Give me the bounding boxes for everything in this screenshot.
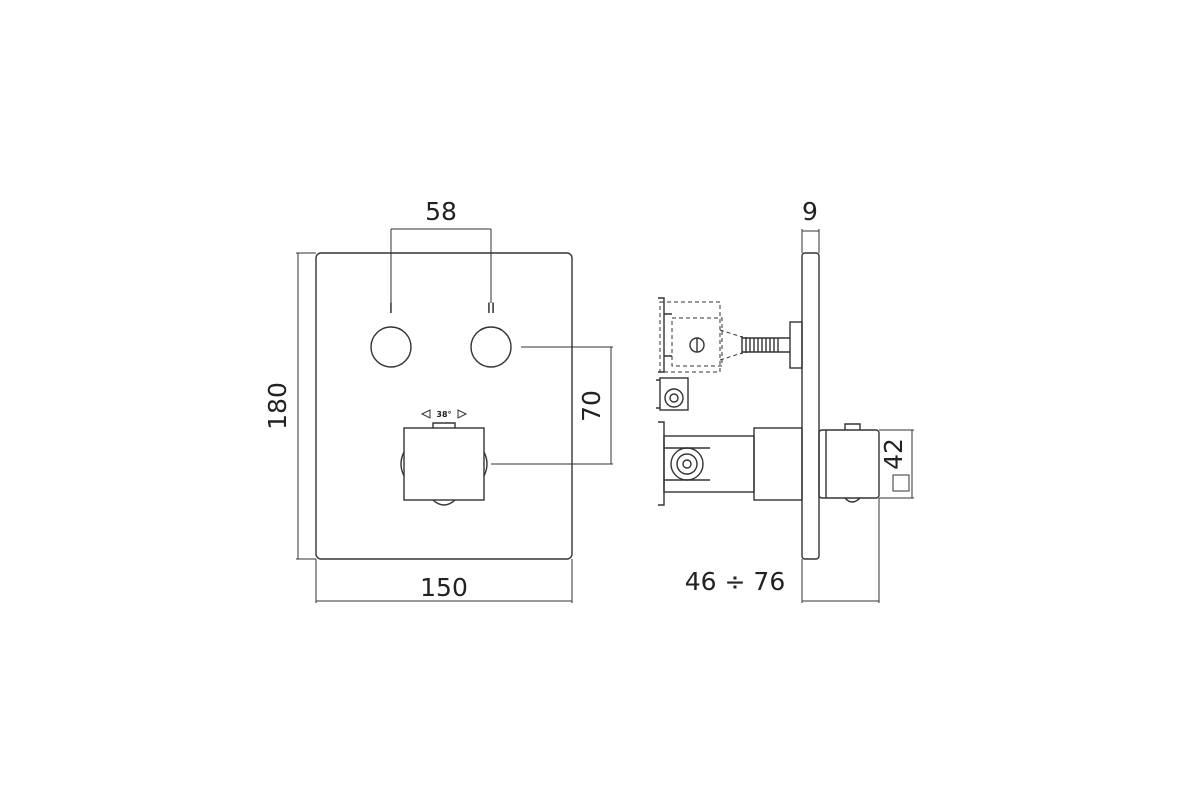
plate-profile [801, 252, 820, 560]
upper-stem-flange [789, 321, 803, 369]
rotation-left-arrow [420, 409, 431, 419]
thermostat-knob [403, 427, 485, 501]
dim-depth-range-value: 46 ÷ 76 [685, 567, 785, 596]
knob-side-profile [818, 423, 880, 503]
dim-height: 180 [263, 252, 316, 560]
dim-width-value: 150 [420, 573, 468, 602]
button-2 [470, 326, 512, 368]
dim-plate-thickness: 9 [801, 197, 820, 253]
dim-width: 150 [315, 559, 573, 603]
button-1-label: I [389, 301, 393, 317]
rotation-right-arrow [457, 409, 468, 419]
upper-valve-body [658, 297, 743, 373]
dim-depth-range: 46 ÷ 76 [685, 498, 880, 603]
knob-left-edge [400, 451, 405, 477]
dim-knob-square: 42 [879, 429, 914, 499]
rotation-indicator: 38° [420, 409, 468, 419]
dim-plate-thickness-value: 9 [802, 197, 818, 226]
dim-button-spacing-value: 58 [425, 197, 457, 226]
upper-stem [741, 321, 803, 369]
side-view: 9 46 ÷ 76 42 [656, 197, 914, 603]
front-view: I II 38° 58 180 [263, 197, 613, 603]
dim-knob-square-value: 42 [879, 438, 908, 470]
knob-top-marker [432, 422, 456, 428]
cover-plate [315, 252, 573, 560]
button-1 [370, 326, 412, 368]
cartridge-body [658, 421, 803, 506]
dim-button-to-knob-value: 70 [577, 390, 606, 422]
knob-bottom-marker [432, 499, 456, 506]
lower-connector [656, 377, 689, 411]
knob-right-edge [483, 451, 488, 477]
rotation-label: 38° [436, 410, 451, 419]
dim-button-spacing: 58 [390, 197, 492, 303]
dim-height-value: 180 [263, 382, 292, 430]
square-symbol [892, 474, 910, 492]
dim-button-to-knob: 70 [491, 346, 613, 465]
button-2-label: II [487, 301, 495, 317]
